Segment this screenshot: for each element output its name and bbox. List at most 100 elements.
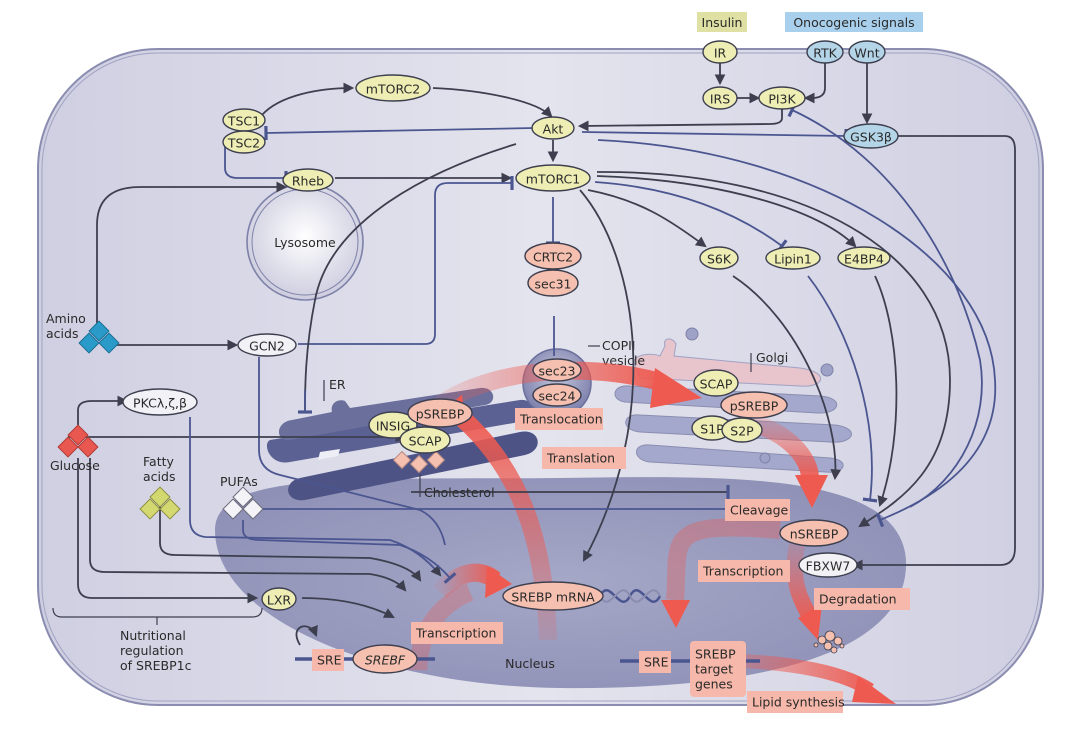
edge-mtorc1-srebp-mrna — [579, 189, 635, 562]
node-scap-er-label: SCAP — [409, 434, 442, 449]
node-mtorc1: mTORC1 — [515, 164, 591, 192]
node-fbxw7-label: FBXW7 — [806, 559, 851, 574]
degradation-fragments-icon — [813, 630, 845, 654]
node-srebf: SREBF — [352, 644, 418, 674]
edge-lxr-transcription — [301, 597, 395, 618]
node-irs-label: IRS — [710, 92, 730, 107]
node-sec24-label: sec24 — [539, 389, 576, 404]
pufas: PUFAs — [220, 474, 264, 520]
node-mtorc2-shape — [355, 74, 431, 102]
node-irs: IRS — [702, 86, 738, 110]
transcription-right-arrowhead — [661, 600, 690, 628]
edge-tsc1-mtorc2 — [261, 82, 355, 116]
node-mtorc1-shape — [515, 164, 591, 192]
node-lipin1-shape — [765, 246, 821, 270]
edge-mtorc1-s6k — [587, 189, 707, 248]
edge-rtk-pi3k — [803, 62, 826, 104]
node-tsc1-label: TSC1 — [227, 114, 260, 129]
edge-amino-acids-rheb — [96, 181, 288, 325]
fatty-acids: Fatty acids — [139, 454, 181, 520]
node-srebp-mrna-label: SREBP mRNA — [511, 590, 595, 605]
node-ir-label: IR — [714, 46, 727, 61]
process-labels: Translocation Translation Cleavage Trans… — [312, 408, 910, 713]
node-pkc-label: PKCλ,ζ,β — [133, 396, 187, 411]
er-label: ER — [329, 377, 346, 392]
node-sec31-shape — [527, 269, 579, 297]
node-psrebp-er: pSREBP — [407, 398, 473, 428]
node-crtc2-shape — [524, 242, 582, 270]
edge-mtorc1-e4bp4 — [596, 175, 857, 248]
edge-mtorc1-lipin1-inhibit — [594, 181, 788, 253]
node-sec23: sec23 — [532, 358, 582, 382]
node-lxr-label: LXR — [267, 593, 292, 608]
node-ir-shape — [702, 40, 738, 64]
edge-e4bp4-nsrebp — [874, 275, 898, 508]
node-tsc2-shape — [222, 130, 266, 154]
lysosome: Lysosome — [246, 183, 364, 301]
node-gsk3b-shape — [843, 123, 899, 149]
sre-right-box — [639, 651, 671, 673]
annotation-line2: regulation — [120, 643, 184, 658]
edge-pkc-transcription — [189, 417, 442, 577]
fatty-acids-diamond-icon — [139, 486, 181, 520]
target-genes-label-line3: genes — [695, 677, 733, 692]
node-sec24: sec24 — [532, 383, 582, 407]
node-rheb: Rheb — [282, 168, 334, 192]
node-insig-label: INSIG — [376, 419, 410, 434]
lipid-synthesis-arrowhead — [852, 676, 896, 704]
glucose-diamond-icon — [57, 424, 99, 458]
node-mtorc1-label: mTORC1 — [526, 172, 580, 187]
annotation-line3: of SREBP1c — [120, 658, 192, 673]
node-rheb-label: Rheb — [292, 174, 324, 189]
node-scap-er: SCAP — [399, 426, 451, 454]
node-psrebp-golgi-shape — [720, 391, 788, 419]
node-gcn2-shape — [237, 333, 297, 357]
sre-left-box — [312, 649, 344, 671]
cholesterol-label: Cholesterol — [424, 485, 495, 500]
node-wnt-shape — [848, 40, 886, 64]
edge-akt-tsc2-inhibit — [264, 125, 535, 141]
node-s2p-shape — [721, 417, 763, 443]
node-wnt: Wnt — [848, 40, 886, 64]
translation-label: Translation — [546, 451, 615, 466]
node-psrebp-er-label: pSREBP — [416, 407, 465, 422]
edge-mtorc2-akt — [432, 87, 553, 118]
node-s6k-label: S6K — [707, 252, 732, 267]
edge-s6k-nsrebp — [732, 275, 842, 481]
cleavage-arrowhead — [795, 475, 828, 508]
node-scap-er-shape — [399, 426, 451, 454]
node-pi3k-shape — [758, 86, 806, 110]
translocation-arrowhead — [650, 368, 702, 408]
node-s2p-label: S2P — [730, 424, 754, 439]
node-akt-label: Akt — [543, 122, 564, 137]
cholesterol-diamond-icon — [392, 450, 446, 474]
pufas-diamond-icon — [222, 486, 264, 520]
oncogenic-header-box — [785, 12, 923, 32]
target-genes-box — [690, 641, 746, 697]
golgi-vesicle-1 — [685, 327, 699, 341]
node-crtc2-label: CRTC2 — [533, 250, 573, 265]
amino-acids-label-line2: acids — [46, 326, 78, 341]
node-tsc2-label: TSC2 — [227, 136, 260, 151]
edge-gsk3b-fbxw7 — [851, 135, 1016, 571]
node-scap-golgi-shape — [693, 369, 739, 397]
edge-fatty-acids-transcription — [159, 505, 422, 582]
edge-glucose-transcription — [89, 458, 407, 592]
node-rtk: RTK — [806, 40, 844, 64]
node-akt-shape — [531, 116, 575, 140]
cleavage-label: Cleavage — [730, 503, 789, 518]
transcription-right-arrow-shaft — [666, 518, 781, 601]
translocation-box — [515, 408, 603, 430]
node-akt: Akt — [531, 116, 575, 140]
transcription-left-box — [411, 622, 503, 644]
node-sec23-shape — [532, 358, 582, 382]
node-ir: IR — [702, 40, 738, 64]
edge-glucose-lxr — [77, 458, 259, 604]
node-sec31-label: sec31 — [535, 277, 572, 292]
node-psrebp-golgi: pSREBP — [720, 391, 788, 419]
node-psrebp-golgi-label: pSREBP — [730, 399, 779, 414]
nutritional-regulation-annotation: Nutritional regulation of SREBP1c — [52, 607, 263, 673]
node-srebf-label: SREBF — [365, 653, 406, 668]
node-scap-golgi-label: SCAP — [700, 377, 733, 392]
